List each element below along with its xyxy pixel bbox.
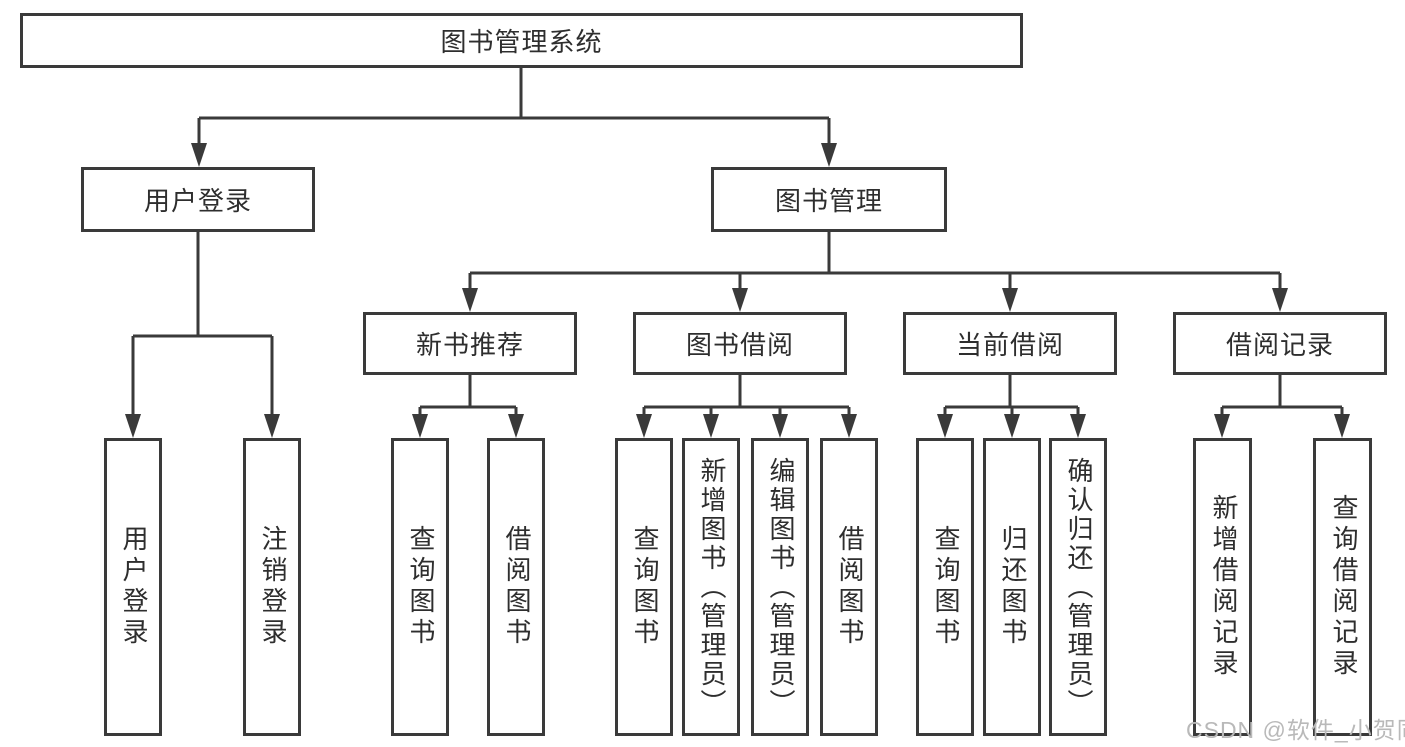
node-borrowing-records: 借阅记录 — [1173, 312, 1387, 375]
node-confirm-return-admin: 确认归还（管理员） — [1049, 438, 1107, 736]
arrow-down-icon — [1002, 288, 1018, 312]
arrow-down-icon — [412, 414, 428, 438]
arrow-down-icon — [841, 414, 857, 438]
node-user-login: 用户登录 — [81, 167, 315, 232]
node-add-borrow-record: 新增借阅记录 — [1193, 438, 1252, 736]
connector-book-management-to-level3 — [468, 232, 1282, 294]
connector-root-to-level2 — [197, 68, 831, 149]
arrow-down-icon — [191, 143, 207, 167]
arrow-down-icon — [821, 143, 837, 167]
arrow-down-icon — [732, 288, 748, 312]
connector-borrowing-records-to-leaves — [1220, 375, 1344, 420]
node-return-book: 归还图书 — [983, 438, 1041, 736]
arrow-down-icon — [772, 414, 788, 438]
node-root: 图书管理系统 — [20, 13, 1023, 68]
arrow-down-icon — [1004, 414, 1020, 438]
node-book-management: 图书管理 — [711, 167, 947, 232]
arrow-down-icon — [1070, 414, 1086, 438]
node-query-borrow-record: 查询借阅记录 — [1313, 438, 1372, 736]
arrow-down-icon — [636, 414, 652, 438]
node-edit-book-admin: 编辑图书（管理员） — [751, 438, 809, 736]
arrow-down-icon — [937, 414, 953, 438]
node-add-book-admin: 新增图书（管理员） — [682, 438, 740, 736]
connector-user-login-to-leaves — [131, 232, 274, 420]
arrow-down-icon — [1272, 288, 1288, 312]
arrow-down-icon — [508, 414, 524, 438]
arrow-down-icon — [1334, 414, 1350, 438]
node-book-borrowing: 图书借阅 — [633, 312, 847, 375]
arrow-down-icon — [1214, 414, 1230, 438]
node-query-books-2: 查询图书 — [615, 438, 673, 736]
node-new-book-recommend: 新书推荐 — [363, 312, 577, 375]
node-borrow-books-2: 借阅图书 — [820, 438, 878, 736]
node-logout: 注销登录 — [243, 438, 301, 736]
node-current-borrowing: 当前借阅 — [903, 312, 1117, 375]
node-query-books-3: 查询图书 — [916, 438, 974, 736]
arrow-down-icon — [264, 414, 280, 438]
arrow-down-icon — [125, 414, 141, 438]
arrow-down-icon — [462, 288, 478, 312]
connector-current-borrowing-to-leaves — [943, 375, 1080, 420]
node-user-login-leaf: 用户登录 — [104, 438, 162, 736]
connector-new-book-recommend-to-leaves — [418, 375, 518, 420]
node-query-books-1: 查询图书 — [391, 438, 449, 736]
connector-book-borrowing-to-leaves — [642, 375, 851, 420]
arrow-down-icon — [703, 414, 719, 438]
node-borrow-books-1: 借阅图书 — [487, 438, 545, 736]
